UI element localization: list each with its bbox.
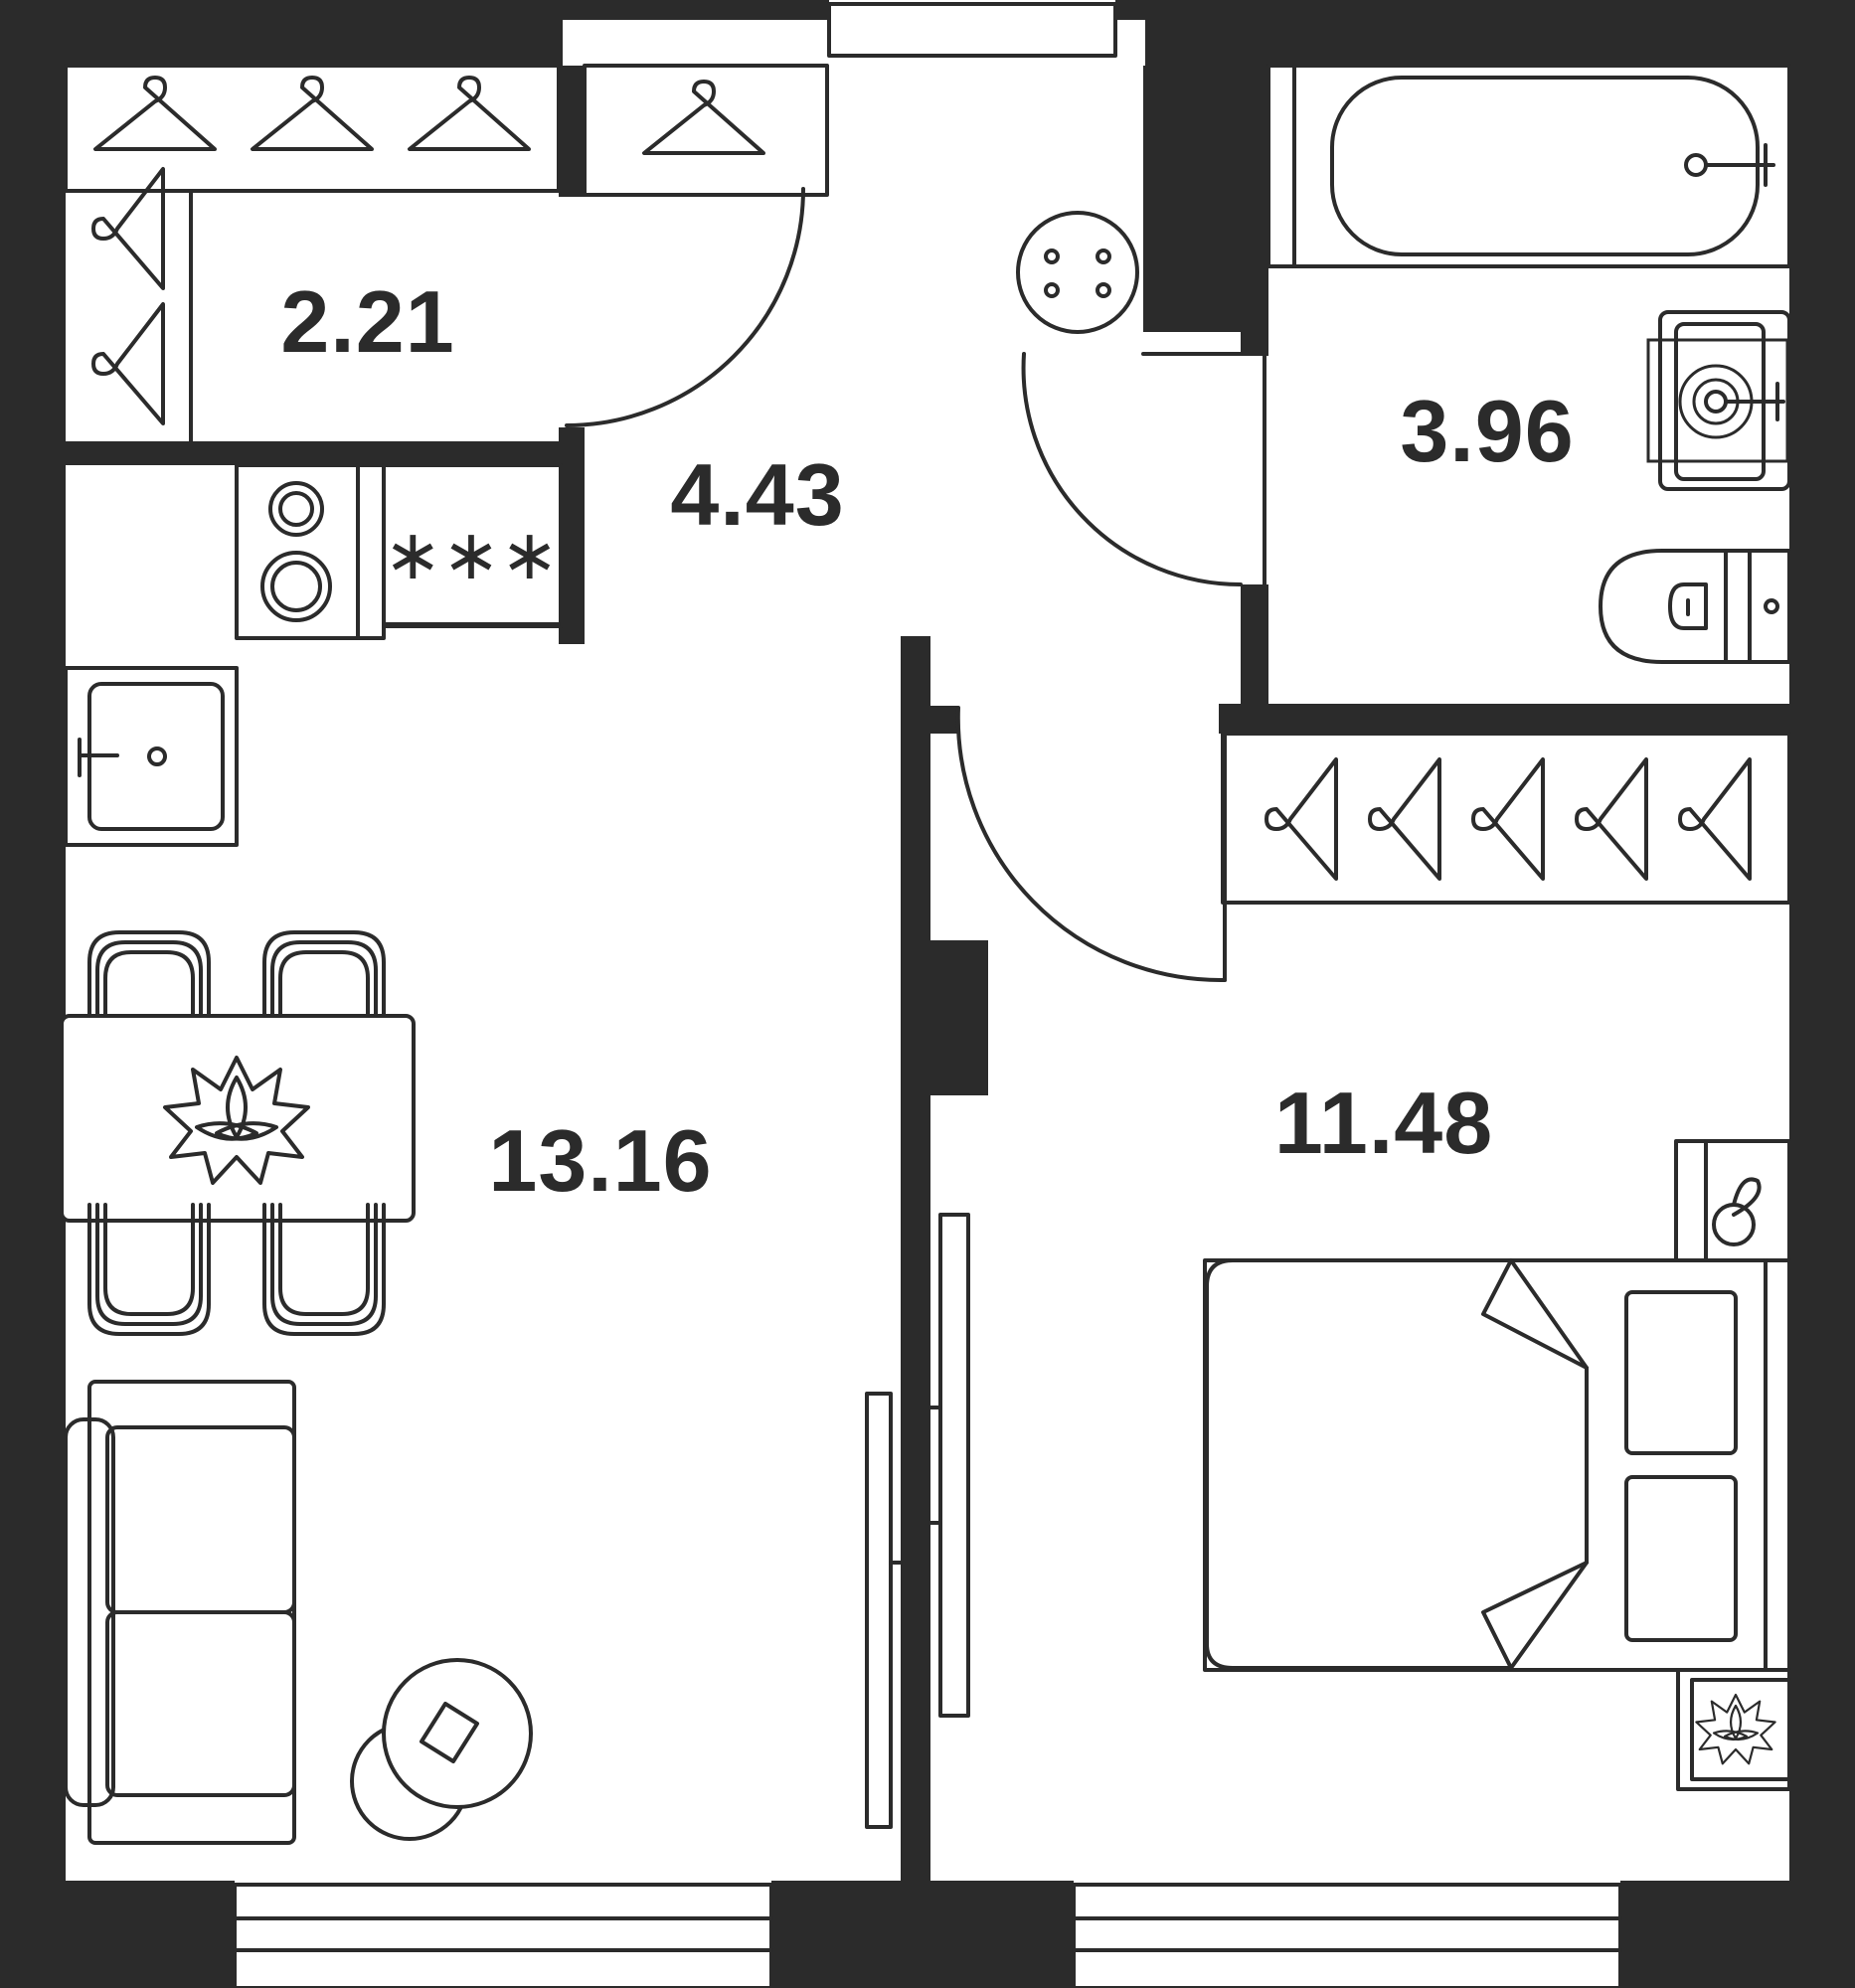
sliding-partition bbox=[865, 1213, 970, 1829]
room-area-bathroom: 3.96 bbox=[1400, 382, 1574, 480]
wardrobe-room bbox=[64, 64, 829, 443]
room-area-wardrobe: 2.21 bbox=[280, 272, 454, 371]
table-icon bbox=[60, 930, 416, 1336]
bathroom bbox=[1266, 64, 1791, 664]
interior-walls bbox=[66, 66, 1789, 1988]
bedroom bbox=[1203, 732, 1791, 1791]
bed-icon bbox=[1203, 1258, 1791, 1672]
bedroom-door[interactable] bbox=[955, 706, 1227, 983]
room-area-hallway: 4.43 bbox=[670, 445, 844, 544]
wardrobe-door[interactable] bbox=[565, 187, 805, 427]
toilet-icon bbox=[1599, 549, 1791, 664]
sink-icon bbox=[1646, 310, 1791, 491]
room-area-kitchen-living: 13.16 bbox=[488, 1111, 712, 1210]
floor-areas bbox=[66, 0, 1789, 1988]
room-area-bedroom: 11.48 bbox=[1274, 1074, 1493, 1172]
kitchen: ∗∗∗ bbox=[64, 463, 563, 847]
washing-machine-icon bbox=[1016, 211, 1139, 334]
sink-icon bbox=[64, 666, 239, 847]
bathroom-door[interactable] bbox=[1021, 352, 1243, 587]
windows bbox=[233, 2, 1622, 1988]
sofa-icon bbox=[64, 1380, 533, 1845]
fridge-icon: ∗∗∗ bbox=[384, 514, 559, 595]
